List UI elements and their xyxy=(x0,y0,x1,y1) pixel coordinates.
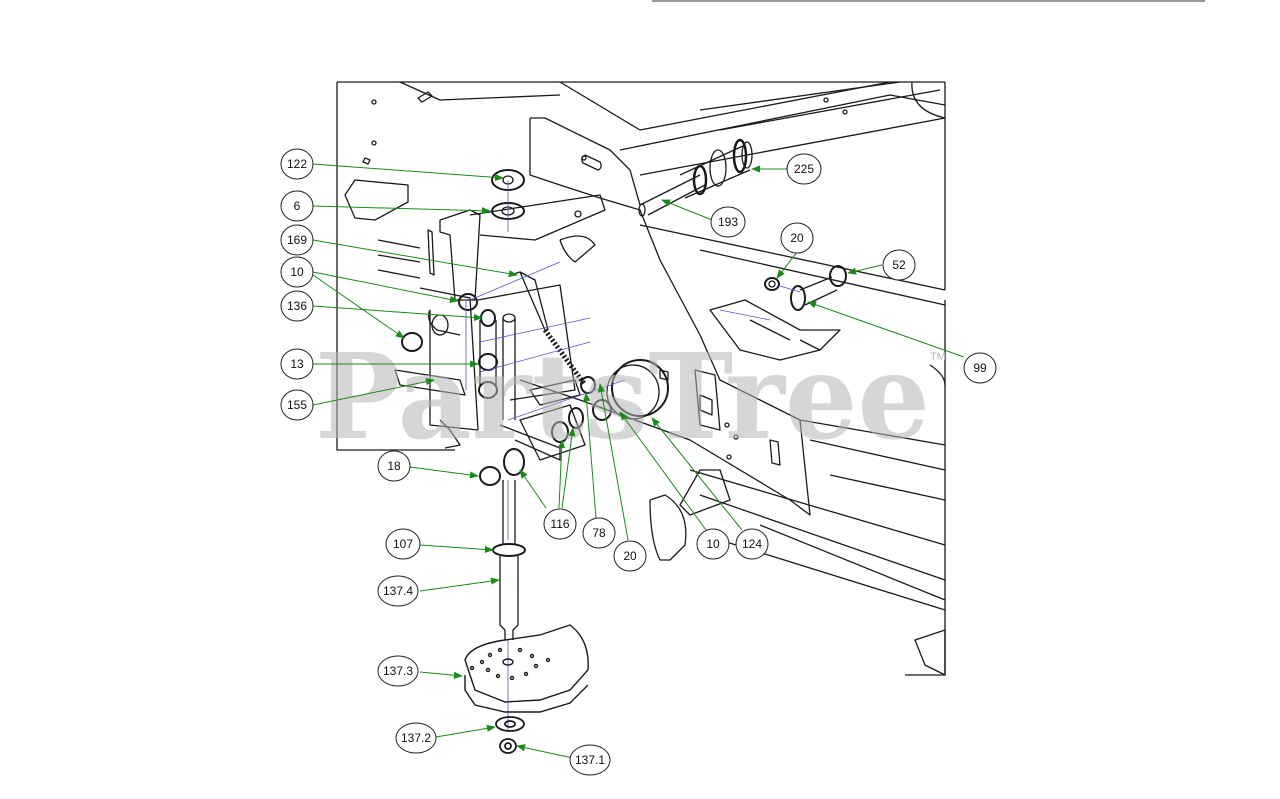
callout-124-label: 124 xyxy=(742,537,762,551)
callout-137-3-label: 137.3 xyxy=(383,664,413,678)
callout-10-left[interactable] xyxy=(280,256,314,288)
callout-13-label: 13 xyxy=(290,357,304,371)
callout-10-lower[interactable] xyxy=(696,528,730,560)
callout-116-label: 116 xyxy=(550,517,569,531)
lever-bracket xyxy=(344,179,606,461)
callout-122[interactable] xyxy=(280,148,314,180)
callout-169-label: 169 xyxy=(287,233,307,247)
callout-137-2[interactable] xyxy=(395,722,437,754)
callout-136[interactable] xyxy=(280,290,314,322)
callout-122-label: 122 xyxy=(287,157,307,171)
callout-137-4-label: 137.4 xyxy=(383,584,413,598)
callout-52[interactable] xyxy=(882,249,916,281)
callout-10-lower-label: 10 xyxy=(706,537,720,551)
callout-107[interactable] xyxy=(385,528,421,560)
callout-137-4[interactable] xyxy=(377,575,419,607)
callout-137-3[interactable] xyxy=(377,655,419,687)
callout-20-lower[interactable] xyxy=(613,540,647,572)
callout-169[interactable] xyxy=(280,224,314,256)
callout-99-label: 99 xyxy=(973,361,987,375)
callout-193-label: 193 xyxy=(718,215,738,229)
callout-18-label: 18 xyxy=(387,459,401,473)
callout-193[interactable] xyxy=(710,206,746,238)
chassis-frame xyxy=(336,81,946,676)
spring-linkage xyxy=(401,169,669,486)
callout-20-upper[interactable] xyxy=(780,222,814,254)
callout-10-left-label: 10 xyxy=(290,265,304,279)
washer-nut xyxy=(495,716,525,754)
callout-137-1-label: 137.1 xyxy=(575,753,605,767)
callout-6-label: 6 xyxy=(294,199,301,213)
callout-116[interactable] xyxy=(543,508,577,540)
construction-lines xyxy=(465,180,801,730)
shaft-137-4 xyxy=(492,480,526,640)
callout-137-2-label: 137.2 xyxy=(401,731,431,745)
callout-13[interactable] xyxy=(280,348,314,380)
callout-99[interactable] xyxy=(963,352,997,384)
callout-bubbles: 122 6 169 10 136 13 155 18 107 137.4 137… xyxy=(280,148,997,776)
callout-6[interactable] xyxy=(280,190,314,222)
callout-225[interactable] xyxy=(786,153,822,185)
watermark-trademark: TM xyxy=(930,351,946,363)
callout-124[interactable] xyxy=(735,528,769,560)
bolt-assembly xyxy=(764,265,847,311)
callout-155[interactable] xyxy=(280,389,314,421)
leader-lines xyxy=(312,163,965,759)
callout-78[interactable] xyxy=(582,517,616,549)
knob-137-3 xyxy=(464,624,589,713)
callout-18[interactable] xyxy=(377,450,411,482)
callout-136-label: 136 xyxy=(287,299,307,313)
callout-20-lower-label: 20 xyxy=(623,549,637,563)
callout-20-upper-label: 20 xyxy=(790,231,804,245)
roller-shaft xyxy=(638,138,753,217)
callout-78-label: 78 xyxy=(592,526,606,540)
callout-225-label: 225 xyxy=(794,162,814,176)
callout-155-label: 155 xyxy=(287,398,307,412)
watermark: PartsTree xyxy=(315,327,930,466)
callout-52-label: 52 xyxy=(892,258,906,272)
callout-137-1[interactable] xyxy=(569,744,611,776)
callout-107-label: 107 xyxy=(393,537,413,551)
